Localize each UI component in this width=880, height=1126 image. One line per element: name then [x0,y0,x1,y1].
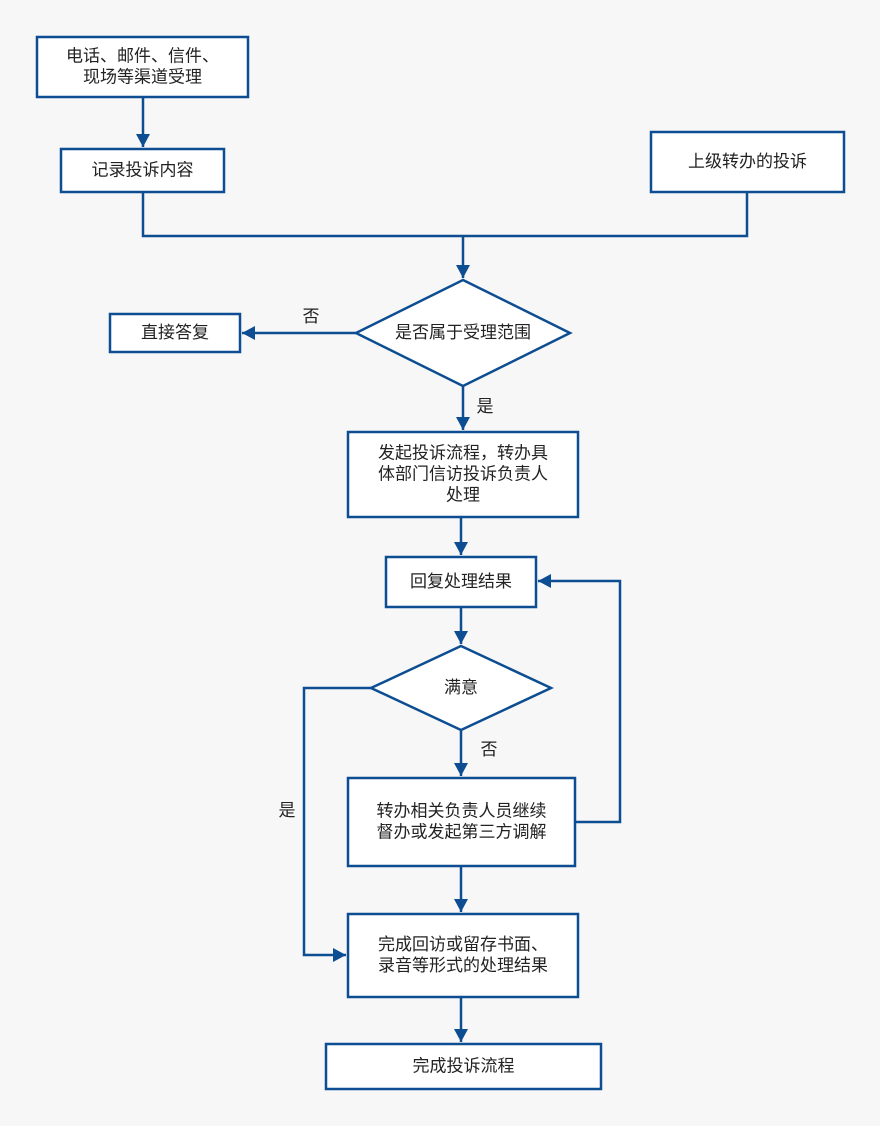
edge-transfer-to-complete-visit [454,866,468,912]
edge-record-to-merge [141,192,463,238]
edge-label-satisfied-yes: 是 [279,801,296,821]
edge-transfer-to-complete-visit-arrowhead [454,899,468,912]
edge-label-scope-no: 否 [303,307,320,327]
node-in-scope-diamond [353,278,573,388]
node-record: 记录投诉内容 [59,147,226,194]
edge-transfer-back-to-reply-line [538,579,622,824]
edge-reply-to-satisfied-arrowhead [454,631,468,644]
edge-scope-no-to-direct-reply [242,326,356,340]
node-complete-visit-box [346,912,580,999]
node-complete-box [324,1042,603,1091]
edge-superior-to-merge-line [463,192,749,238]
node-direct-reply: 直接答复 [108,312,242,354]
edge-transfer-back-to-reply [538,574,622,824]
edge-channels-to-record-arrowhead [136,134,150,147]
node-start-process-box [346,430,580,519]
edge-scope-yes-to-start [456,386,470,430]
edge-channels-to-record [136,97,150,147]
node-in-scope: 是否属于受理范围 [353,278,573,388]
edge-merge-to-scope-arrowhead [456,265,470,278]
node-superior: 上级转办的投诉 [649,130,846,194]
edge-satisfied-yes-to-complete-visit [302,686,371,962]
edge-start-to-reply [454,517,468,555]
node-transfer-box [346,776,577,868]
edge-complete-visit-to-complete-arrowhead [454,1029,468,1042]
node-in-scope-label-1: 是否属于受理范围 [395,323,531,343]
edge-transfer-back-to-reply-arrowhead [538,574,551,588]
node-satisfied-diamond [368,644,554,732]
node-start-process-label-3: 处理 [446,486,480,506]
node-direct-reply-box [108,312,242,354]
node-superior-label-1: 上级转办的投诉 [688,152,807,172]
node-record-label-1: 记录投诉内容 [92,161,194,181]
edge-merge-to-scope [456,236,470,278]
node-record-box [59,147,226,194]
edge-satisfied-no-to-transfer-arrowhead [454,763,468,776]
node-satisfied-label-1: 满意 [444,678,478,698]
nodes: 电话、邮件、信件、现场等渠道受理记录投诉内容上级转办的投诉是否属于受理范围直接答… [35,35,846,1091]
node-transfer-label-2: 督办或发起第三方调解 [377,823,547,843]
edge-reply-to-satisfied [454,607,468,644]
edge-superior-to-merge [463,192,749,238]
edge-scope-yes-to-start-arrowhead [456,417,470,430]
node-complete-visit-label-1: 完成回访或留存书面、 [378,935,548,955]
node-reply-result-box [384,555,538,609]
node-satisfied: 满意 [368,644,554,732]
edge-satisfied-yes-to-complete-visit-line [302,686,371,957]
node-channels: 电话、邮件、信件、现场等渠道受理 [35,35,250,99]
node-channels-box [35,35,250,99]
edge-record-to-merge-line [141,192,463,238]
edge-satisfied-no-to-transfer [454,730,468,776]
node-complete-label-1: 完成投诉流程 [413,1057,515,1077]
node-complete-visit-label-2: 录音等形式的处理结果 [378,956,548,976]
node-start-process-label-2: 体部门信访投诉负责人 [378,465,548,485]
edge-complete-visit-to-complete [454,997,468,1042]
edge-label-scope-yes: 是 [477,397,494,417]
edge-satisfied-yes-to-complete-visit-arrowhead [333,948,346,962]
node-complete-visit: 完成回访或留存书面、录音等形式的处理结果 [346,912,580,999]
node-complete: 完成投诉流程 [324,1042,603,1091]
node-superior-box [649,130,846,194]
node-start-process-label-1: 发起投诉流程，转办具 [378,444,548,464]
node-transfer-label-1: 转办相关负责人员继续 [377,802,547,822]
node-channels-label-1: 电话、邮件、信件、 [66,47,219,67]
edge-start-to-reply-arrowhead [454,542,468,555]
node-reply-result: 回复处理结果 [384,555,538,609]
node-reply-result-label-1: 回复处理结果 [410,572,512,592]
node-channels-label-2: 现场等渠道受理 [83,68,202,88]
edges [136,97,749,1042]
edge-scope-no-to-direct-reply-arrowhead [242,326,255,340]
edge-label-satisfied-no: 否 [481,740,498,760]
node-direct-reply-label-1: 直接答复 [141,323,209,343]
